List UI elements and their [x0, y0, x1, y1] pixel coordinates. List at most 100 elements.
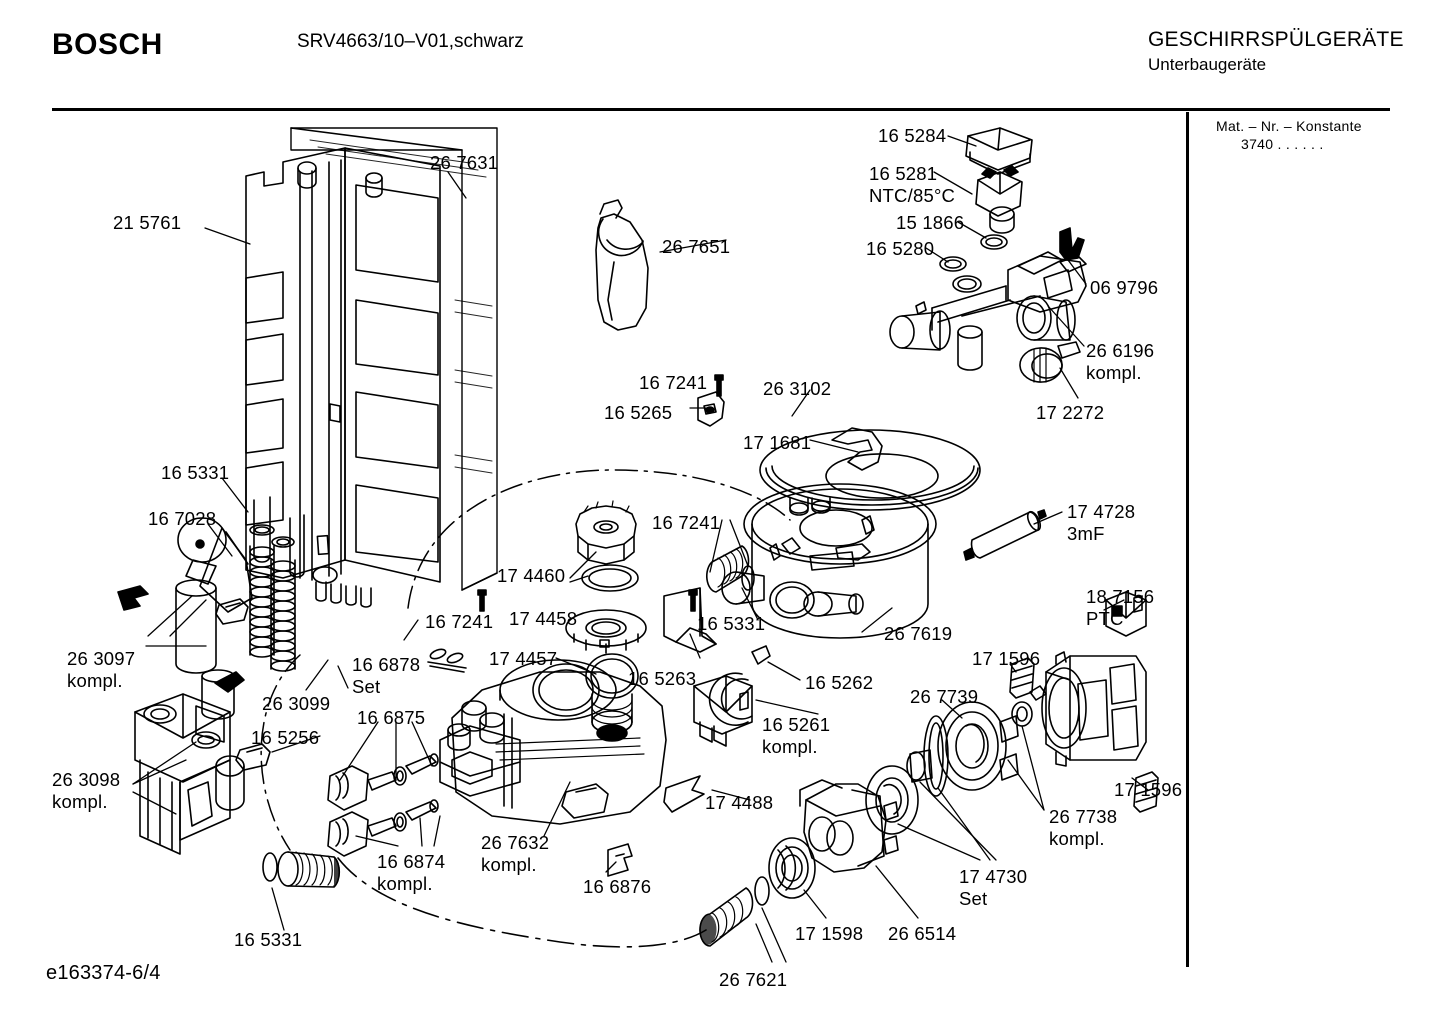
bracket-165265 [697, 391, 725, 427]
part-label-263102: 26 3102 [763, 378, 831, 400]
part-number: 17 1596 [972, 648, 1041, 669]
part-label-267621: 26 7621 [719, 969, 787, 991]
part-label-167241: 16 7241 [425, 611, 493, 633]
mat-nr-value: 3740 . . . . . . [1241, 136, 1324, 152]
bellows-hose-center [706, 545, 755, 593]
screw-167241-c [688, 589, 698, 612]
part-note: kompl. [1086, 361, 1142, 383]
part-label-165284: 16 5284 [878, 125, 946, 147]
part-number: 26 7619 [884, 623, 953, 644]
part-number: 21 5761 [113, 212, 182, 233]
pressure-switch-group [693, 645, 771, 747]
part-label-167241: 16 7241 [652, 512, 720, 534]
part-number: 17 4457 [489, 648, 558, 669]
part-label-069796: 06 9796 [1090, 277, 1158, 299]
part-number: 26 7738 [1049, 806, 1118, 827]
mat-nr-heading: Mat. – Nr. – Konstante [1216, 118, 1362, 134]
part-note: Set [959, 887, 988, 909]
drawing-code: e163374-6/4 [46, 962, 161, 984]
part-number: 26 7621 [719, 969, 788, 990]
part-number: 16 7028 [148, 508, 217, 529]
salt-dispenser-group [595, 199, 649, 331]
part-label-165280: 16 5280 [866, 238, 934, 260]
part-label-166876: 16 6876 [583, 876, 651, 898]
part-label-174488: 17 4488 [705, 792, 773, 814]
part-label-165262: 16 5262 [805, 672, 873, 694]
clip-174488 [663, 775, 705, 813]
part-label-174460: 17 4460 [497, 565, 565, 587]
part-label-167028: 16 7028 [148, 508, 216, 530]
part-number: 26 7632 [481, 832, 550, 853]
part-label-171596: 17 1596 [1114, 779, 1182, 801]
part-number: 16 7241 [639, 372, 708, 393]
part-number: 16 6876 [583, 876, 652, 897]
part-number: 16 5331 [234, 929, 303, 950]
part-label-267631: 26 7631 [430, 152, 498, 174]
part-number: 26 7651 [662, 236, 731, 257]
part-label-167241: 16 7241 [639, 372, 707, 394]
part-number: 26 3102 [763, 378, 832, 399]
part-number: 17 4730 [959, 866, 1028, 887]
part-number: 16 7241 [425, 611, 494, 632]
inlet-valve-group [134, 669, 271, 855]
part-label-267739: 26 7739 [910, 686, 978, 708]
bottom-left-hose-group [262, 851, 341, 888]
regeneration-unit-group [117, 517, 253, 674]
part-label-174458: 17 4458 [509, 608, 577, 630]
part-label-151866: 15 1866 [896, 212, 964, 234]
part-note: kompl. [377, 872, 433, 894]
door-panel-group [245, 127, 498, 608]
part-number: 26 3098 [52, 769, 121, 790]
category-subtitle: Unterbaugeräte [1148, 55, 1267, 74]
frame-vertical-divider [1186, 112, 1189, 967]
part-label-165331: 16 5331 [161, 462, 229, 484]
part-number: 17 2272 [1036, 402, 1105, 423]
part-number: 26 3097 [67, 648, 136, 669]
part-number: 16 5331 [161, 462, 230, 483]
part-note: PTC [1086, 607, 1124, 629]
part-label-215761: 21 5761 [113, 212, 181, 234]
part-number: 17 1681 [743, 432, 812, 453]
frame-top-rule [52, 108, 1390, 111]
spray-arm-bearings-group [327, 753, 439, 857]
part-number: 17 4458 [509, 608, 578, 629]
part-note: kompl. [52, 790, 108, 812]
model-title: SRV4663/10–V01,schwarz [297, 31, 524, 52]
bosch-logo: BOSCH [52, 28, 163, 61]
part-label-166875: 16 6875 [357, 707, 425, 729]
washer-set-group [427, 648, 467, 673]
part-label-266514: 26 6514 [888, 923, 956, 945]
part-number: 16 6878 [352, 654, 421, 675]
part-number: 26 6196 [1086, 340, 1155, 361]
part-number: 16 5331 [697, 613, 766, 634]
capacitor-group [963, 509, 1047, 561]
part-number: 16 6874 [377, 851, 446, 872]
screw-167241-b [477, 589, 487, 612]
part-number: 15 1866 [896, 212, 965, 233]
part-label-171596: 17 1596 [972, 648, 1040, 670]
part-number: 16 5262 [805, 672, 874, 693]
part-note: NTC/85°C [869, 184, 956, 206]
part-number: 17 1596 [1114, 779, 1183, 800]
part-label-174457: 17 4457 [489, 648, 557, 670]
part-note: Set [352, 675, 381, 697]
part-label-172272: 17 2272 [1036, 402, 1104, 424]
part-label-171681: 17 1681 [743, 432, 811, 454]
part-note: kompl. [762, 735, 818, 757]
part-number: 26 7739 [910, 686, 979, 707]
clip-166876 [607, 843, 633, 877]
part-note: 3mF [1067, 522, 1105, 544]
part-number: 16 5261 [762, 714, 831, 735]
part-label-267651: 26 7651 [662, 236, 730, 258]
part-number: 17 4460 [497, 565, 566, 586]
category-title: GESCHIRRSPÜLGERÄTE [1148, 28, 1404, 51]
